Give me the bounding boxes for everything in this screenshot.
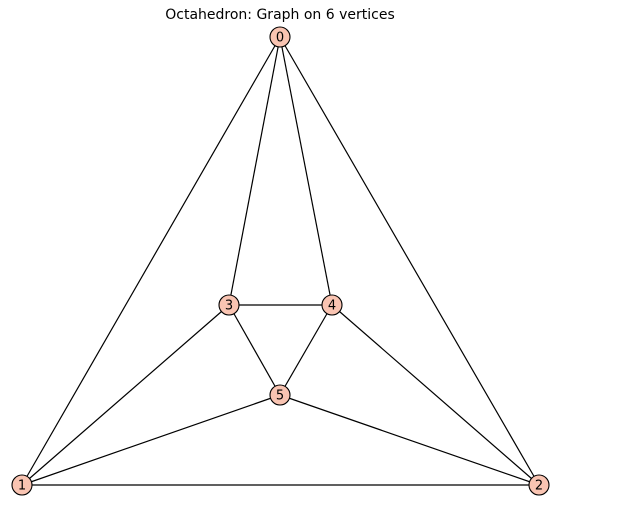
edge-4-5 xyxy=(279,304,333,396)
vertex-circle xyxy=(269,384,291,406)
vertex-label: 5 xyxy=(276,389,284,404)
vertex-label: 2 xyxy=(535,479,543,494)
vertex-0: 0 xyxy=(269,26,291,48)
vertex-circle xyxy=(269,26,291,48)
vertex-4: 4 xyxy=(321,294,343,316)
vertex-5: 5 xyxy=(269,384,291,406)
edge-0-1 xyxy=(21,36,281,486)
edge-1-5 xyxy=(21,394,281,486)
edge-2-4 xyxy=(331,304,540,486)
edge-1-3 xyxy=(21,304,230,486)
edge-0-4 xyxy=(279,36,333,306)
vertex-1: 1 xyxy=(11,474,33,496)
vertex-layer: 0 1 2 3 4 5 xyxy=(11,26,550,496)
vertex-circle xyxy=(321,294,343,316)
edge-layer xyxy=(21,36,540,486)
edge-0-3 xyxy=(228,36,281,306)
edge-0-2 xyxy=(279,36,540,486)
edge-2-5 xyxy=(279,394,540,486)
vertex-circle xyxy=(528,474,550,496)
vertex-label: 1 xyxy=(18,479,26,494)
vertex-label: 4 xyxy=(328,299,336,314)
graph-title: Octahedron: Graph on 6 vertices xyxy=(165,7,395,23)
vertex-circle xyxy=(11,474,33,496)
vertex-3: 3 xyxy=(218,294,240,316)
vertex-circle xyxy=(218,294,240,316)
vertex-2: 2 xyxy=(528,474,550,496)
vertex-label: 3 xyxy=(225,299,233,314)
edge-3-5 xyxy=(228,304,281,396)
vertex-label: 0 xyxy=(276,31,284,46)
